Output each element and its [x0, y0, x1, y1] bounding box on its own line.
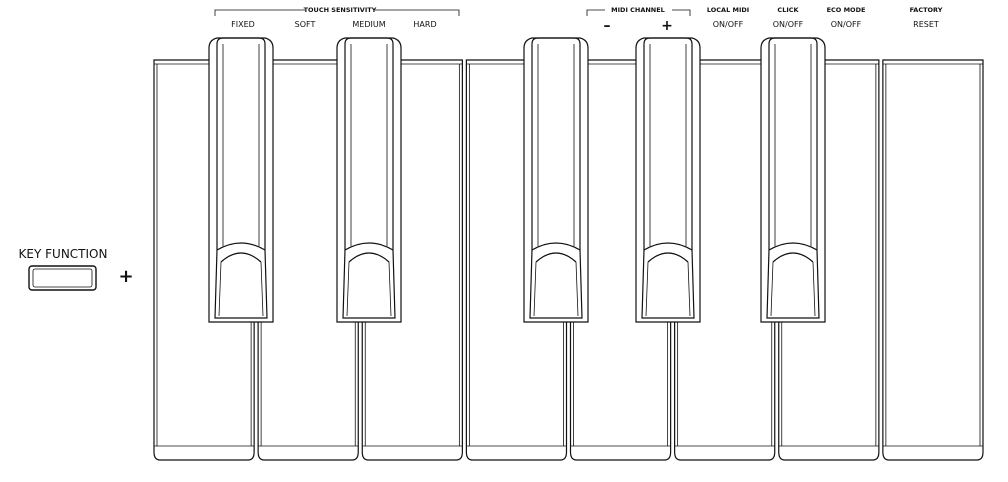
label-local-midi-bottom: ON/OFF: [713, 20, 744, 29]
label-midi-plus: +: [661, 18, 673, 34]
label-hard: HARD: [413, 20, 436, 29]
black-keys: [208, 37, 826, 323]
label-eco-top: ECO MODE: [827, 6, 866, 14]
midi-channel-label: MIDI CHANNEL: [611, 6, 665, 14]
black-key-c-sharp[interactable]: [208, 37, 274, 323]
touch-sensitivity-label: TOUCH SENSITIVITY: [304, 6, 377, 14]
label-click-top: CLICK: [777, 6, 799, 14]
black-key-f-sharp[interactable]: [523, 37, 589, 323]
black-key-d-sharp[interactable]: [336, 37, 402, 323]
label-click-bottom: ON/OFF: [773, 20, 804, 29]
plus-icon: +: [118, 266, 133, 287]
touch-sensitivity-bracket: TOUCH SENSITIVITY: [214, 6, 460, 16]
black-key-a-sharp[interactable]: [760, 37, 826, 323]
midi-channel-bracket: MIDI CHANNEL: [586, 6, 691, 16]
label-eco-bottom: ON/OFF: [831, 20, 862, 29]
label-midi-minus: –: [604, 18, 611, 34]
black-key-g-sharp[interactable]: [635, 37, 701, 323]
key-function-label: KEY FUNCTION: [19, 247, 108, 261]
white-key-c2[interactable]: [882, 59, 984, 461]
label-factory-top: FACTORY: [910, 6, 943, 14]
key-function-button[interactable]: [28, 265, 97, 291]
label-fixed: FIXED: [231, 20, 255, 29]
label-factory-bottom: RESET: [913, 20, 939, 29]
label-local-midi-top: LOCAL MIDI: [707, 6, 749, 14]
label-medium: MEDIUM: [352, 20, 385, 29]
label-soft: SOFT: [295, 20, 316, 29]
